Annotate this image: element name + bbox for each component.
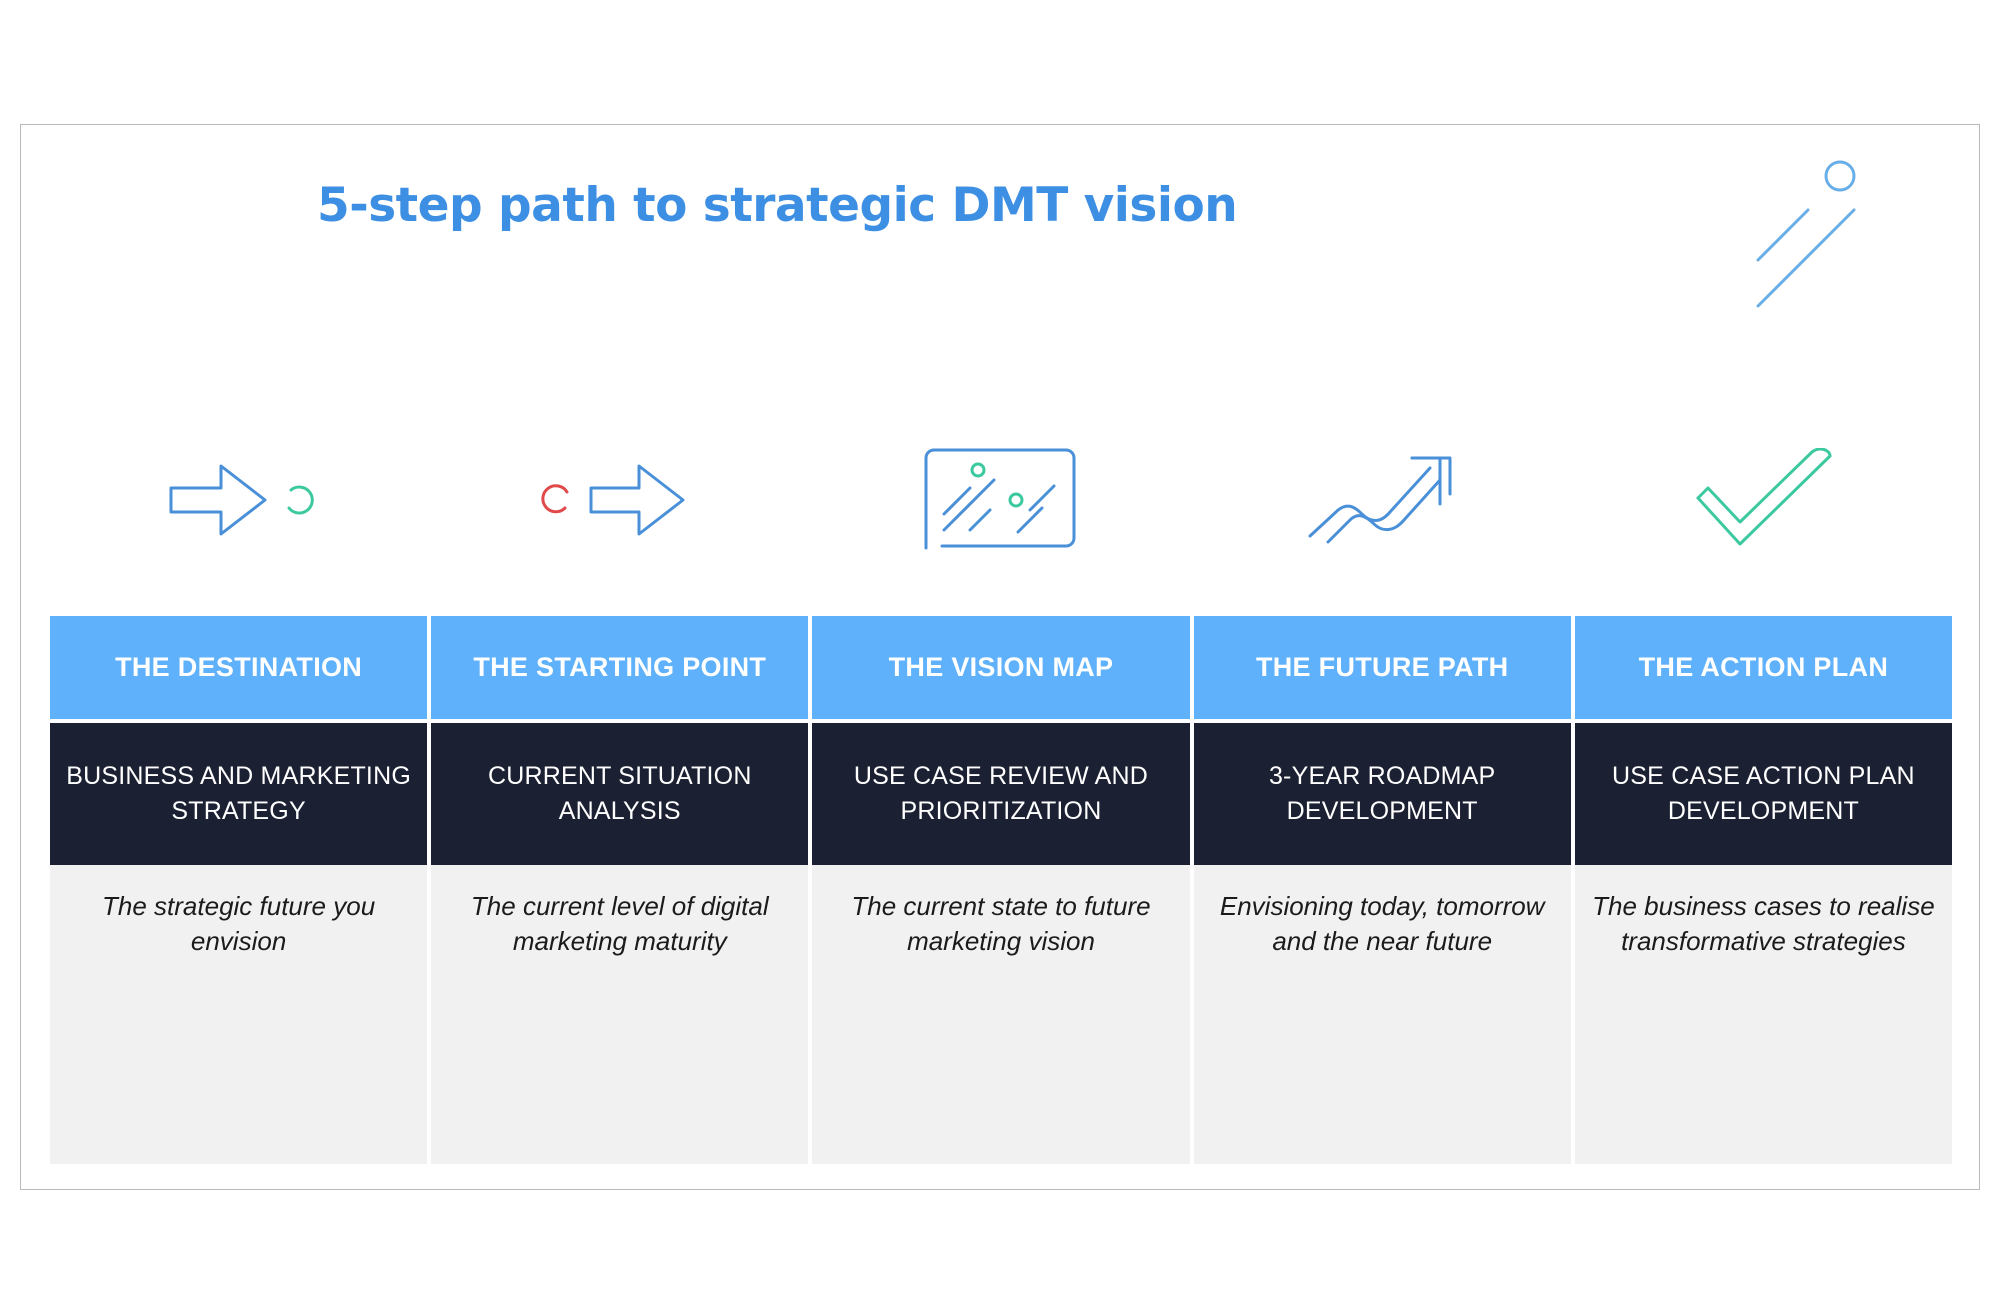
step-heading: THE DESTINATION	[50, 616, 428, 719]
step-description: Envisioning today, tomorrow and the near…	[1193, 865, 1571, 1164]
step-description: The business cases to realise transforma…	[1574, 865, 1952, 1164]
step-column-vision-map: THE VISION MAP USE CASE REVIEW AND PRIOR…	[812, 616, 1190, 1164]
step-column-destination: THE DESTINATION BUSINESS AND MARKETING S…	[50, 616, 428, 1164]
page-title: 5-step path to strategic DMT vision	[317, 178, 1238, 233]
checkmark-icon	[1696, 448, 1832, 546]
vision-map-board-icon	[924, 448, 1076, 550]
step-subheading: 3-YEAR ROADMAP DEVELOPMENT	[1193, 723, 1571, 865]
step-subheading: USE CASE REVIEW AND PRIORITIZATION	[812, 723, 1190, 865]
step-subheading: BUSINESS AND MARKETING STRATEGY	[50, 723, 428, 865]
step-subheading: USE CASE ACTION PLAN DEVELOPMENT	[1574, 723, 1952, 865]
decorative-lines-icon	[1756, 160, 1856, 308]
step-column-future-path: THE FUTURE PATH 3-YEAR ROADMAP DEVELOPME…	[1193, 616, 1571, 1164]
step-subheading: CURRENT SITUATION ANALYSIS	[431, 723, 809, 865]
circle-with-arrow-right-icon	[541, 464, 685, 536]
step-heading: THE STARTING POINT	[431, 616, 809, 719]
step-column-action-plan: THE ACTION PLAN USE CASE ACTION PLAN DEV…	[1574, 616, 1952, 1164]
step-heading: THE FUTURE PATH	[1193, 616, 1571, 719]
step-description: The strategic future you envision	[50, 865, 428, 1164]
arrow-right-with-circle-icon	[169, 464, 314, 536]
trending-up-arrow-icon	[1308, 456, 1452, 544]
steps-table: THE DESTINATION BUSINESS AND MARKETING S…	[50, 616, 1952, 1164]
step-column-starting-point: THE STARTING POINT CURRENT SITUATION ANA…	[431, 616, 809, 1164]
step-description: The current level of digital marketing m…	[431, 865, 809, 1164]
step-heading: THE VISION MAP	[812, 616, 1190, 719]
step-description: The current state to future marketing vi…	[812, 865, 1190, 1164]
step-heading: THE ACTION PLAN	[1574, 616, 1952, 719]
